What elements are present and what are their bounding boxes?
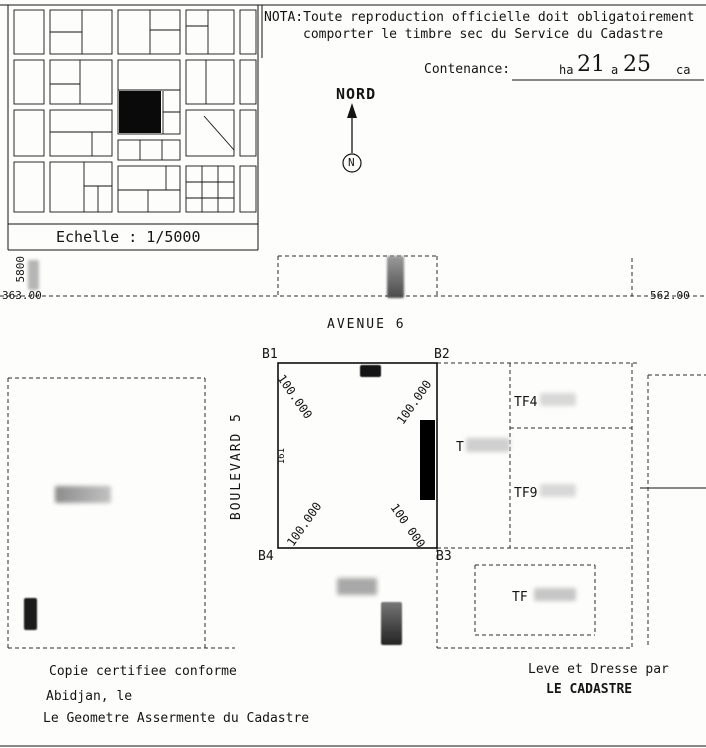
redaction-blob-center-bottom [337,578,377,595]
redaction-blob-b1 [360,365,381,377]
redaction-blob-left-mid [55,486,111,503]
contenance-label: Contenance: [424,62,511,77]
redaction-blob-after-tf-bottom [534,588,576,601]
redaction-blob-after-tf4 [540,393,576,406]
inset-city-grid [13,9,257,213]
coord-left-street: 363.00 [2,289,42,302]
nota-line1: NOTA:Toute reproduction officielle doit … [264,10,695,25]
redaction-blob-left-bottom [24,598,37,630]
compass-n-letter: N [348,156,355,169]
plot-corner-b4: B4 [258,549,274,564]
plot-corner-b3: B3 [436,549,452,564]
redaction-blob-left-top [28,260,39,290]
street-boulevard-label: BOULEVARD 5 [229,412,244,521]
plot-square [277,362,438,549]
plot-corner-b1: B1 [262,347,278,362]
compass-arrow [342,103,362,173]
contenance-a-value: 25 [623,52,651,77]
plot-left-tick: 161 [277,448,287,465]
street-avenue-label: AVENUE 6 [327,317,406,332]
redaction-blob-after-t [466,438,510,452]
footer-leve-line: Leve et Dresse par [528,662,669,677]
parcel-tf-center: T [456,440,464,455]
contenance-ha-value: 21 [577,52,605,77]
coord-left-vertical: 5800 [14,256,27,283]
parcel-tf-right-mid: TF9 [514,486,538,501]
contenance-ha-label: ha [559,63,574,77]
footer-city-line: Abidjan, le [46,689,133,704]
redaction-blob-below-center [381,602,402,645]
contenance-ca-label: ca [676,63,691,77]
redaction-blob-after-tf9 [540,484,576,497]
footer-surveyor-line: Le Geometre Assermente du Cadastre [43,711,310,726]
footer-certified-line: Copie certifiee conforme [49,664,237,679]
inset-highlighted-block [119,91,161,133]
redaction-blob-stamp-top [387,256,404,298]
parcel-tf-right-top: TF4 [514,395,538,410]
compass-title: NORD [336,85,377,103]
inset-scale-label: Echelle : 1/5000 [56,228,201,246]
parcel-dashed-lines [0,255,706,649]
nota-line2: comporter le timbre sec du Service du Ca… [303,27,664,42]
plot-corner-b2: B2 [434,347,450,362]
contenance-a-label: a [611,63,619,77]
plot-black-bar [420,420,435,500]
coord-right-street: 562.00 [650,289,690,302]
parcel-tf-bottom: TF [512,590,528,605]
footer-cadastre-line: LE CADASTRE [546,682,633,697]
